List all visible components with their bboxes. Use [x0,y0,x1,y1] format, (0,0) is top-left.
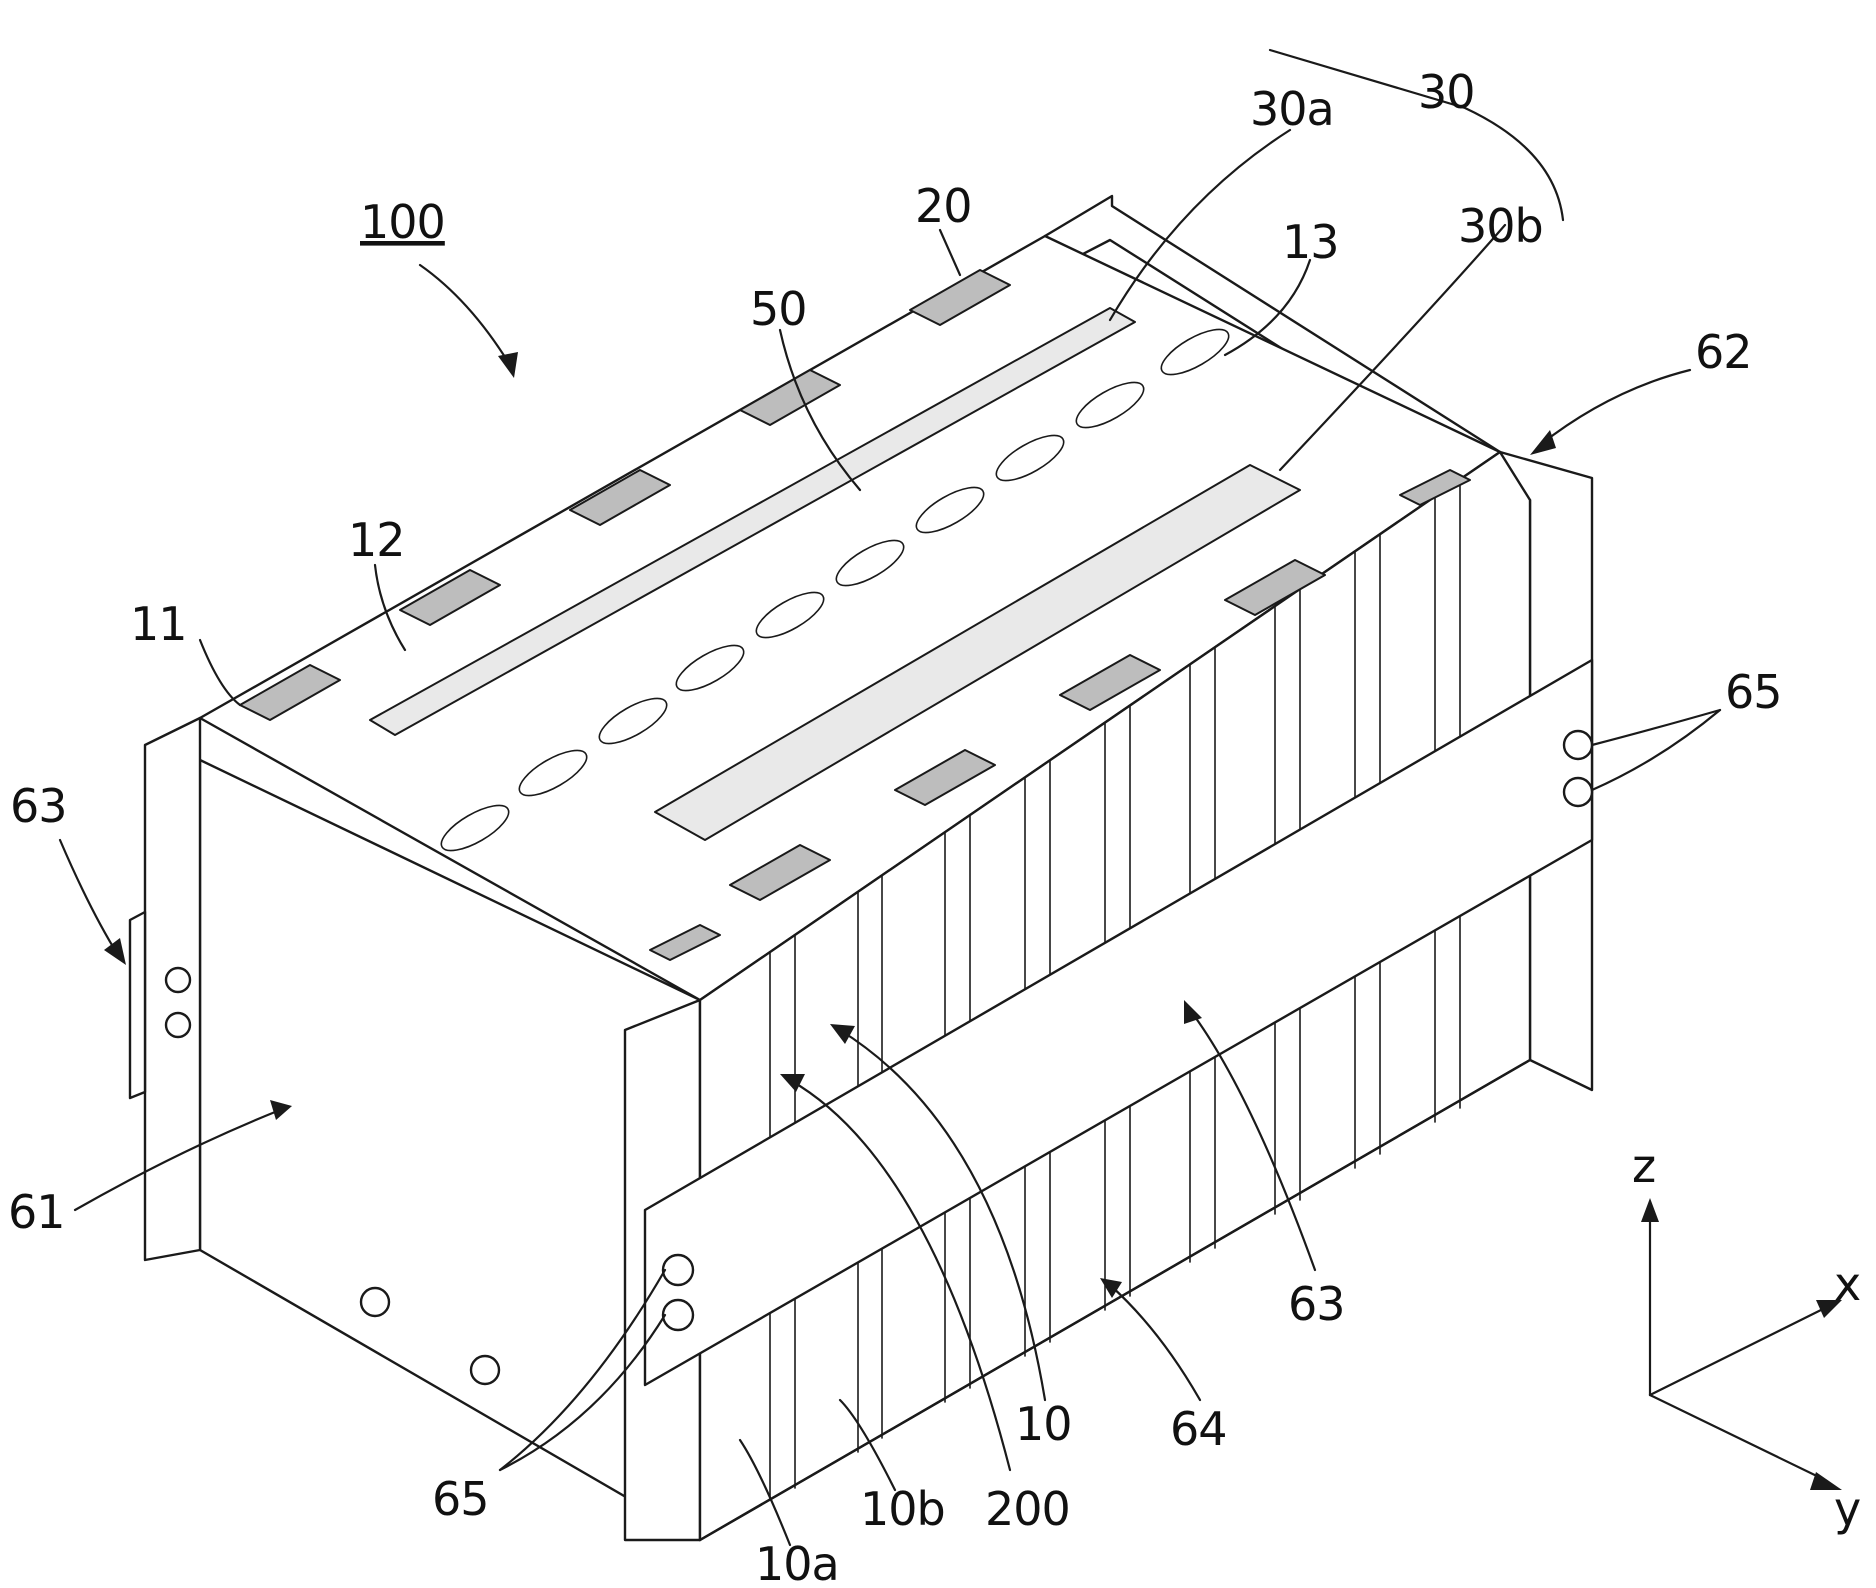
coordinate-axes: z x y [1632,1139,1860,1536]
axis-label-x: x [1834,1257,1860,1311]
label-64: 64 [1170,1402,1227,1456]
battery-module-body [130,196,1592,1540]
label-12: 12 [348,513,405,567]
label-11: 11 [130,597,187,651]
label-10b: 10b [860,1482,945,1536]
label-50: 50 [750,282,807,336]
label-65-front: 65 [432,1472,489,1526]
label-10a: 10a [755,1537,839,1588]
z-axis-arrow-icon [1641,1198,1659,1222]
axis-label-y: y [1834,1482,1860,1536]
label-13: 13 [1282,215,1339,269]
label-30b: 30b [1458,199,1543,253]
y-axis-line [1650,1395,1825,1480]
label-61: 61 [8,1185,65,1239]
label-65-right: 65 [1725,665,1782,719]
label-20: 20 [915,179,972,233]
label-200: 200 [985,1482,1070,1536]
label-10: 10 [1015,1397,1072,1451]
label-30: 30 [1418,65,1475,119]
label-30a: 30a [1250,82,1334,136]
left-binding-strap [130,912,145,1098]
label-63-left: 63 [10,779,67,833]
axis-label-z: z [1632,1139,1655,1193]
label-63-front: 63 [1288,1277,1345,1331]
label-100: 100 [360,195,445,249]
label-62: 62 [1695,325,1752,379]
x-axis-line [1650,1308,1825,1395]
